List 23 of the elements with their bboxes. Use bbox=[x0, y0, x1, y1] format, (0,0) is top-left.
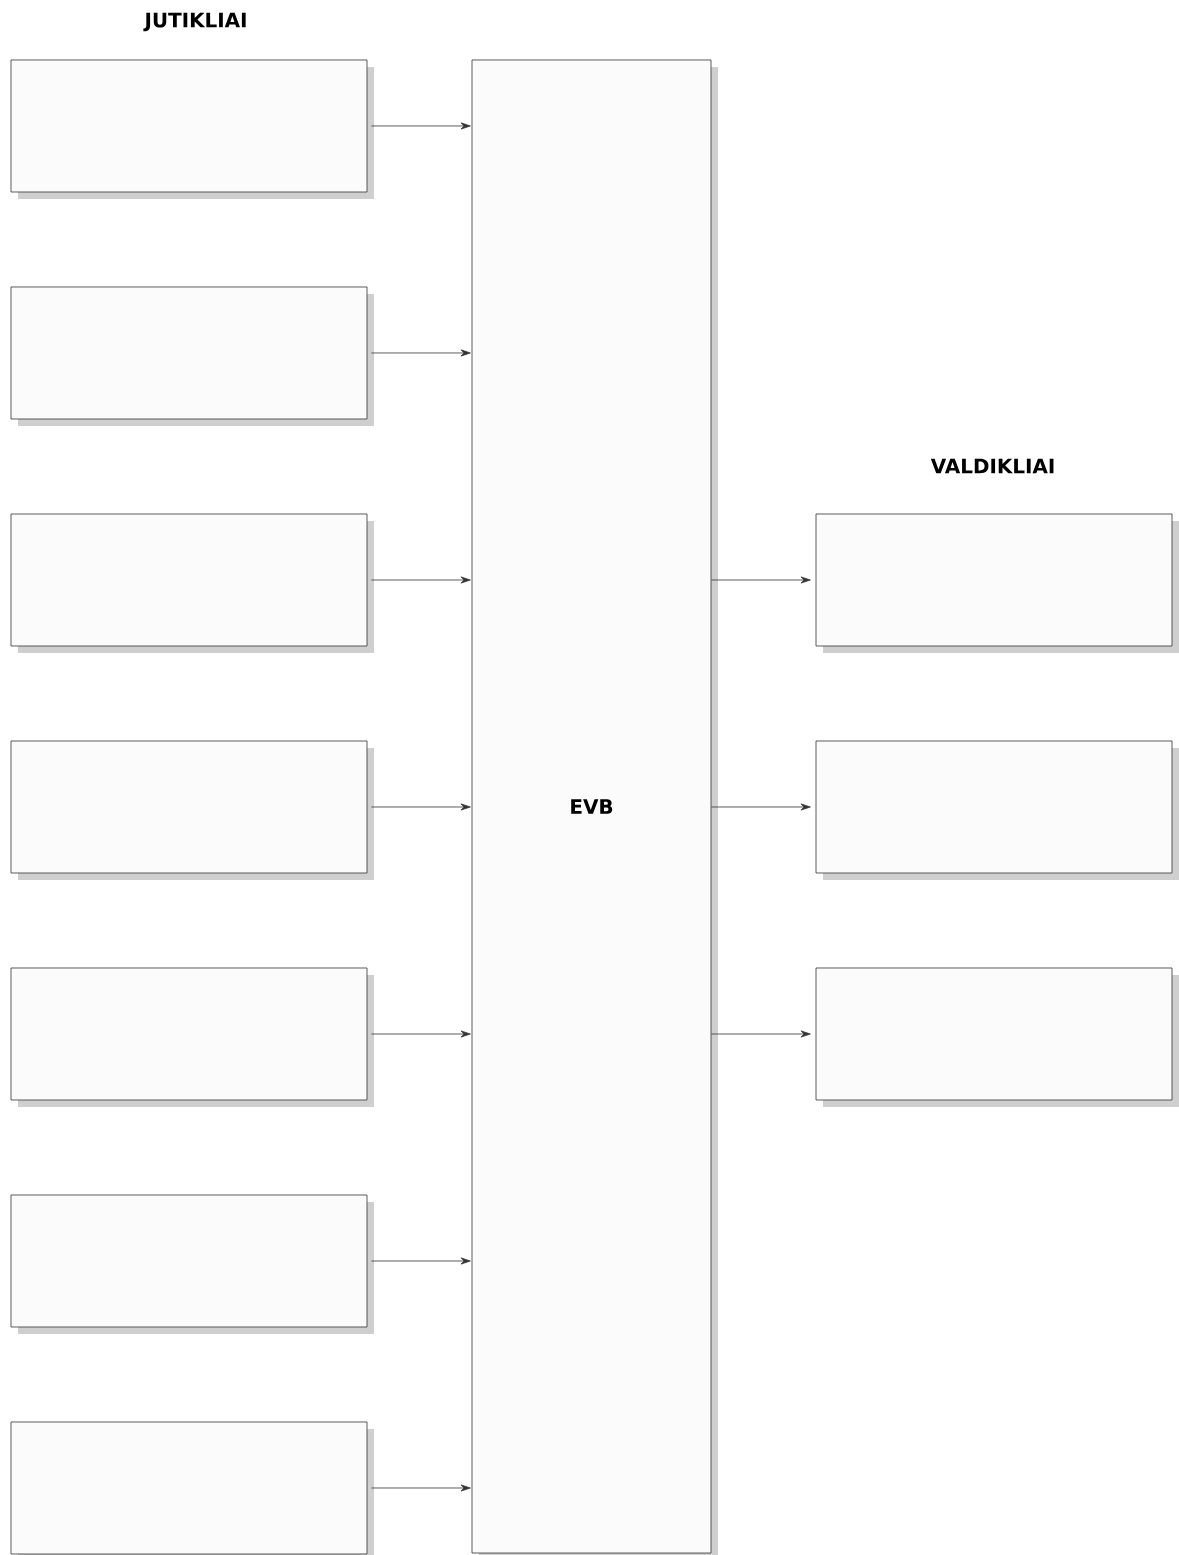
empty-box bbox=[10, 1194, 374, 1334]
controller-box: EVB bbox=[471, 59, 718, 1555]
heading: VALDIKLIAI bbox=[930, 458, 1054, 474]
empty-box bbox=[10, 286, 374, 426]
arrow bbox=[371, 576, 471, 584]
arrow bbox=[711, 576, 811, 584]
empty-box bbox=[10, 513, 374, 653]
empty-box bbox=[10, 967, 374, 1107]
arrow bbox=[371, 1484, 471, 1492]
empty-box bbox=[10, 740, 374, 880]
empty-box bbox=[10, 1421, 374, 1555]
empty-box bbox=[815, 513, 1179, 653]
arrow bbox=[711, 1030, 811, 1038]
heading: JUTIKLIAI bbox=[143, 12, 246, 32]
arrow bbox=[371, 1030, 471, 1038]
arrow bbox=[711, 803, 811, 811]
empty-box bbox=[10, 59, 374, 199]
arrow bbox=[371, 803, 471, 811]
arrow bbox=[371, 122, 471, 130]
arrow bbox=[371, 1257, 471, 1265]
arrow bbox=[371, 349, 471, 357]
empty-box bbox=[815, 740, 1179, 880]
empty-box bbox=[815, 967, 1179, 1107]
